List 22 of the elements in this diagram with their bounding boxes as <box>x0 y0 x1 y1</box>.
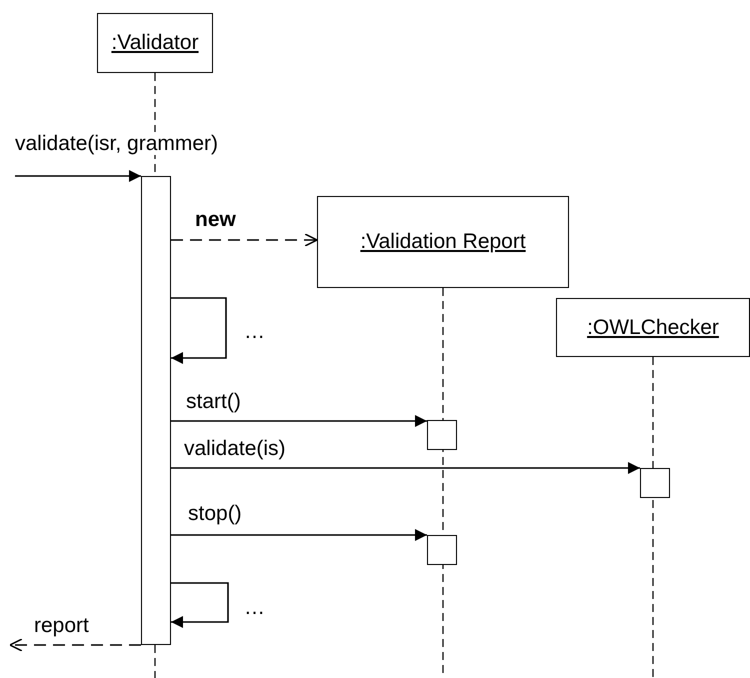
edge-label: validate(is) <box>184 437 286 460</box>
dashed-arrow <box>9 638 141 652</box>
activation-box <box>640 468 670 498</box>
activation-box <box>427 535 457 565</box>
object-box <box>556 298 750 357</box>
activation-bar <box>141 176 171 645</box>
message-arrow <box>171 529 427 541</box>
message-arrow <box>171 582 229 628</box>
activation-box <box>427 420 457 450</box>
object-name: :Validation Report <box>360 230 526 254</box>
message-arrow <box>15 170 141 182</box>
message-arrow <box>171 415 427 427</box>
object-box <box>317 196 569 288</box>
dashed-arrow <box>171 233 318 247</box>
edge-label: validate(isr, grammer) <box>15 132 218 156</box>
object-name: :OWLChecker <box>587 316 719 340</box>
message-arrow <box>171 462 640 474</box>
object-name: :Validator <box>111 31 199 55</box>
object-box <box>97 13 213 73</box>
edge-label: stop() <box>188 502 242 526</box>
message-arrow <box>171 297 227 364</box>
edge-label: start() <box>186 390 241 414</box>
